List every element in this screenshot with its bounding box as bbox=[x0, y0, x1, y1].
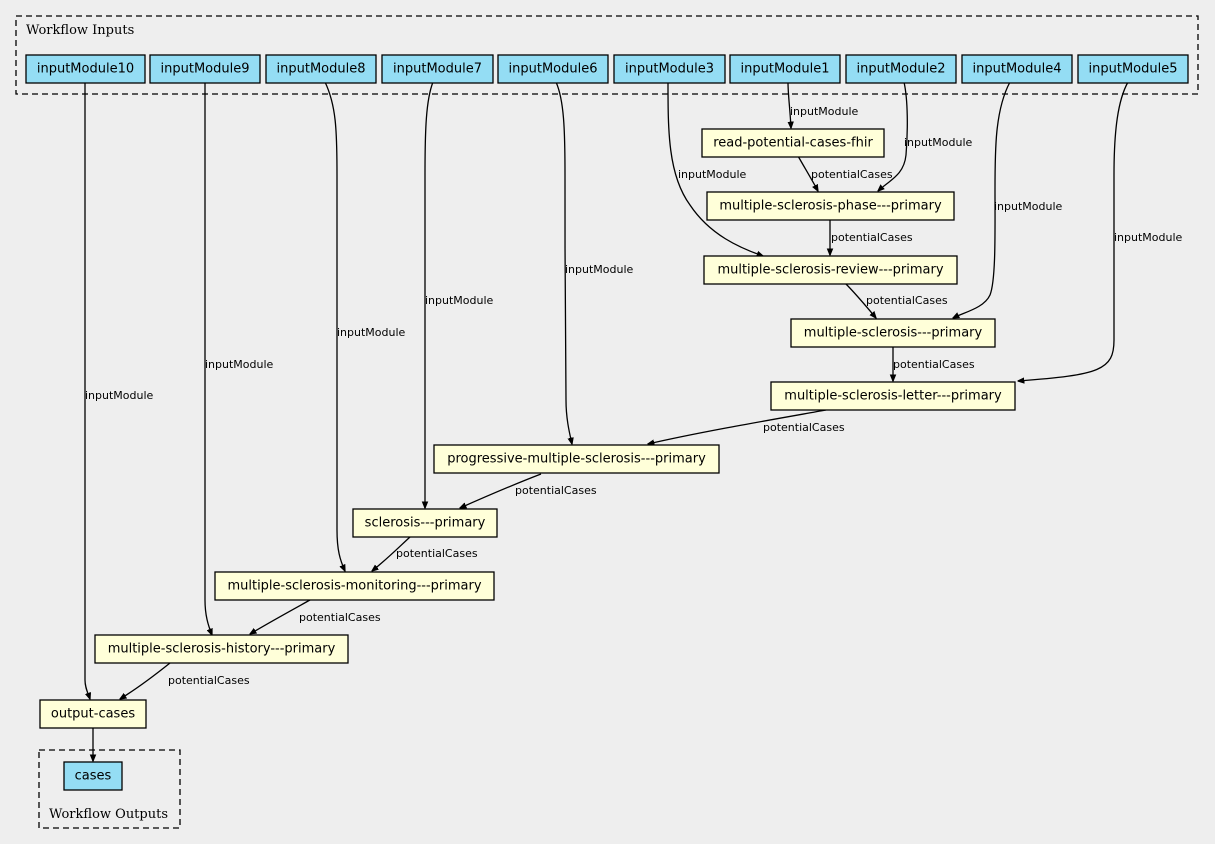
edge-label-ms-letter: potentialCases bbox=[893, 358, 975, 371]
edges: inputModule potentialCases inputModule i… bbox=[84, 81, 1183, 761]
edge-in5-letter bbox=[1018, 81, 1129, 381]
edge-in10-output bbox=[84, 82, 90, 699]
svg-text:multiple-sclerosis-review---pr: multiple-sclerosis-review---primary bbox=[717, 263, 943, 278]
edge-label-in2-phase: inputModule bbox=[904, 136, 973, 149]
node-input-module-3[interactable]: inputModule3 bbox=[613, 54, 726, 84]
node-cases-output[interactable]: cases bbox=[63, 761, 123, 791]
edge-label-progressive-sclerosis: potentialCases bbox=[515, 484, 597, 497]
node-multiple-sclerosis-review-primary[interactable]: multiple-sclerosis-review---primary bbox=[703, 255, 958, 285]
svg-text:inputModule8: inputModule8 bbox=[277, 62, 366, 77]
step-nodes: read-potential-cases-fhir multiple-scler… bbox=[39, 128, 1016, 729]
svg-text:multiple-sclerosis-letter---pr: multiple-sclerosis-letter---primary bbox=[784, 389, 1002, 404]
svg-text:inputModule6: inputModule6 bbox=[509, 62, 598, 77]
edge-in2-phase bbox=[878, 81, 908, 191]
edge-in6-progressive bbox=[555, 81, 572, 444]
svg-text:inputModule7: inputModule7 bbox=[393, 62, 482, 77]
node-multiple-sclerosis-primary[interactable]: multiple-sclerosis---primary bbox=[790, 318, 996, 348]
edge-history-output bbox=[120, 662, 171, 699]
edge-label-in1-read: inputModule bbox=[790, 105, 859, 118]
edge-label-phase-review: potentialCases bbox=[831, 231, 913, 244]
edge-label-in10-output: inputModule bbox=[85, 389, 154, 402]
edge-in4-ms bbox=[953, 81, 1011, 318]
svg-text:read-potential-cases-fhir: read-potential-cases-fhir bbox=[713, 136, 873, 151]
edge-label-in4-ms: inputModule bbox=[994, 200, 1063, 213]
edge-label-in8-monitoring: inputModule bbox=[337, 326, 406, 339]
svg-text:inputModule1: inputModule1 bbox=[741, 62, 830, 77]
node-output-cases[interactable]: output-cases bbox=[39, 699, 147, 729]
svg-text:multiple-sclerosis-history---p: multiple-sclerosis-history---primary bbox=[108, 642, 336, 657]
node-input-module-2[interactable]: inputModule2 bbox=[845, 54, 957, 84]
node-multiple-sclerosis-phase-primary[interactable]: multiple-sclerosis-phase---primary bbox=[706, 191, 955, 221]
input-nodes: inputModule10 inputModule9 inputModule8 … bbox=[25, 54, 1189, 84]
edge-label-review-ms: potentialCases bbox=[866, 294, 948, 307]
edge-label-in6-progressive: inputModule bbox=[565, 263, 634, 276]
node-input-module-9[interactable]: inputModule9 bbox=[149, 54, 261, 84]
edge-label-monitoring-history: potentialCases bbox=[299, 611, 381, 624]
edge-label-history-output: potentialCases bbox=[168, 674, 250, 687]
node-input-module-10[interactable]: inputModule10 bbox=[25, 54, 146, 84]
edge-monitoring-history bbox=[250, 599, 311, 634]
edge-in9-history bbox=[204, 82, 212, 635]
workflow-outputs-cluster: Workflow Outputs bbox=[38, 749, 181, 829]
node-input-module-6[interactable]: inputModule6 bbox=[497, 54, 609, 84]
svg-text:inputModule3: inputModule3 bbox=[625, 62, 714, 77]
node-input-module-4[interactable]: inputModule4 bbox=[961, 54, 1073, 84]
edge-label-letter-progressive: potentialCases bbox=[763, 421, 845, 434]
node-input-module-5[interactable]: inputModule5 bbox=[1077, 54, 1189, 84]
svg-text:cases: cases bbox=[75, 769, 112, 784]
edge-in3-review bbox=[667, 81, 763, 256]
svg-text:sclerosis---primary: sclerosis---primary bbox=[365, 516, 486, 531]
node-input-module-7[interactable]: inputModule7 bbox=[381, 54, 494, 84]
svg-text:output-cases: output-cases bbox=[51, 707, 135, 722]
svg-text:inputModule10: inputModule10 bbox=[37, 62, 134, 77]
edge-label-in7-sclerosis: inputModule bbox=[425, 294, 494, 307]
node-input-module-8[interactable]: inputModule8 bbox=[265, 54, 377, 84]
edge-progressive-sclerosis bbox=[460, 473, 542, 508]
node-progressive-multiple-sclerosis-primary[interactable]: progressive-multiple-sclerosis---primary bbox=[433, 444, 720, 474]
node-multiple-sclerosis-history-primary[interactable]: multiple-sclerosis-history---primary bbox=[94, 634, 349, 664]
svg-text:progressive-multiple-sclerosis: progressive-multiple-sclerosis---primary bbox=[447, 452, 706, 467]
workflow-outputs-label: Workflow Outputs bbox=[49, 807, 168, 822]
edge-in7-sclerosis bbox=[425, 81, 434, 508]
edge-label-in5-letter: inputModule bbox=[1114, 231, 1183, 244]
svg-text:inputModule9: inputModule9 bbox=[161, 62, 250, 77]
svg-text:inputModule5: inputModule5 bbox=[1089, 62, 1178, 77]
edge-label-sclerosis-monitoring: potentialCases bbox=[396, 547, 478, 560]
workflow-inputs-cluster: Workflow Inputs bbox=[15, 15, 1199, 95]
node-sclerosis-primary[interactable]: sclerosis---primary bbox=[352, 508, 498, 538]
node-multiple-sclerosis-letter-primary[interactable]: multiple-sclerosis-letter---primary bbox=[770, 381, 1016, 411]
edge-label-in9-history: inputModule bbox=[205, 358, 274, 371]
svg-text:inputModule2: inputModule2 bbox=[857, 62, 946, 77]
svg-text:multiple-sclerosis-monitoring-: multiple-sclerosis-monitoring---primary bbox=[227, 579, 481, 594]
node-read-potential-cases-fhir[interactable]: read-potential-cases-fhir bbox=[701, 128, 885, 158]
svg-text:inputModule4: inputModule4 bbox=[973, 62, 1062, 77]
edge-in8-monitoring bbox=[324, 81, 345, 571]
svg-text:multiple-sclerosis-phase---pri: multiple-sclerosis-phase---primary bbox=[719, 199, 942, 214]
edge-read-phase bbox=[797, 155, 818, 191]
edge-review-ms bbox=[844, 282, 876, 318]
edge-sclerosis-monitoring bbox=[372, 536, 411, 571]
workflow-inputs-label: Workflow Inputs bbox=[26, 23, 134, 38]
node-multiple-sclerosis-monitoring-primary[interactable]: multiple-sclerosis-monitoring---primary bbox=[214, 571, 495, 601]
svg-text:multiple-sclerosis---primary: multiple-sclerosis---primary bbox=[804, 326, 983, 341]
node-input-module-1[interactable]: inputModule1 bbox=[729, 54, 841, 84]
edge-letter-progressive bbox=[648, 409, 827, 444]
edge-label-read-phase: potentialCases bbox=[811, 168, 893, 181]
edge-in1-read bbox=[787, 81, 791, 128]
edge-label-in3-review: inputModule bbox=[678, 168, 747, 181]
